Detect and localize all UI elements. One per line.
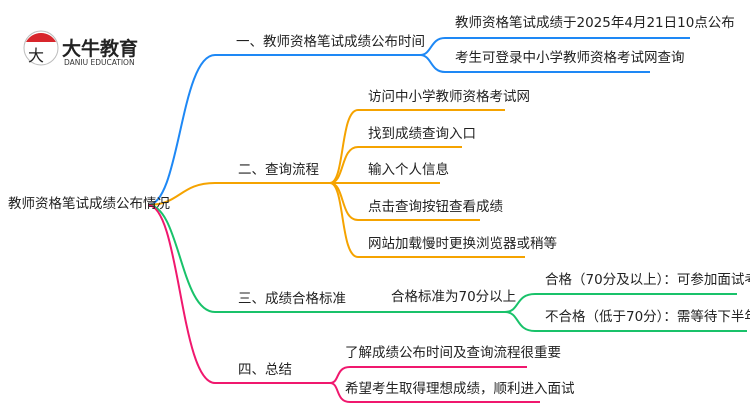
branch-3-sub: 合格标准为70分以上 xyxy=(391,289,517,305)
branch-4-item: 希望考生取得理想成绩，顺利进入面试 xyxy=(345,381,575,397)
branch-2: 二、查询流程 xyxy=(238,162,319,178)
root-node: 教师资格笔试成绩公布情况 xyxy=(8,196,170,212)
svg-text:大: 大 xyxy=(28,46,44,65)
branch-2-item: 点击查询按钮查看成绩 xyxy=(368,199,503,215)
logo-name: 大牛教育 xyxy=(62,38,139,60)
branch-1: 一、教师资格笔试成绩公布时间 xyxy=(236,34,425,50)
branch-1-item: 教师资格笔试成绩于2025年4月21日10点公布 xyxy=(455,15,735,31)
branch-3-lines xyxy=(147,204,747,332)
branch-1-lines xyxy=(147,37,690,206)
branch-4-item: 了解成绩公布时间及查询流程很重要 xyxy=(345,345,561,361)
branch-4: 四、总结 xyxy=(238,362,292,378)
branch-3: 三、成绩合格标准 xyxy=(238,291,346,307)
logo-subtitle: DANIU EDUCATION xyxy=(64,58,135,67)
branch-2-item: 输入个人信息 xyxy=(368,162,449,178)
branch-2-item: 网站加载慢时更换浏览器或稍等 xyxy=(368,236,557,252)
branch-3-item: 不合格（低于70分）：需等待下半年重考 xyxy=(545,309,750,325)
branch-1-item: 考生可登录中小学教师资格考试网查询 xyxy=(455,50,685,66)
branch-2-lines xyxy=(147,109,525,258)
branch-4-lines xyxy=(147,204,540,403)
branch-2-item: 找到成绩查询入口 xyxy=(368,126,476,142)
branch-3-item: 合格（70分及以上）：可参加面试考试 xyxy=(545,272,750,288)
branch-2-item: 访问中小学教师资格考试网 xyxy=(368,89,530,105)
logo-icon: 大 xyxy=(23,30,59,66)
